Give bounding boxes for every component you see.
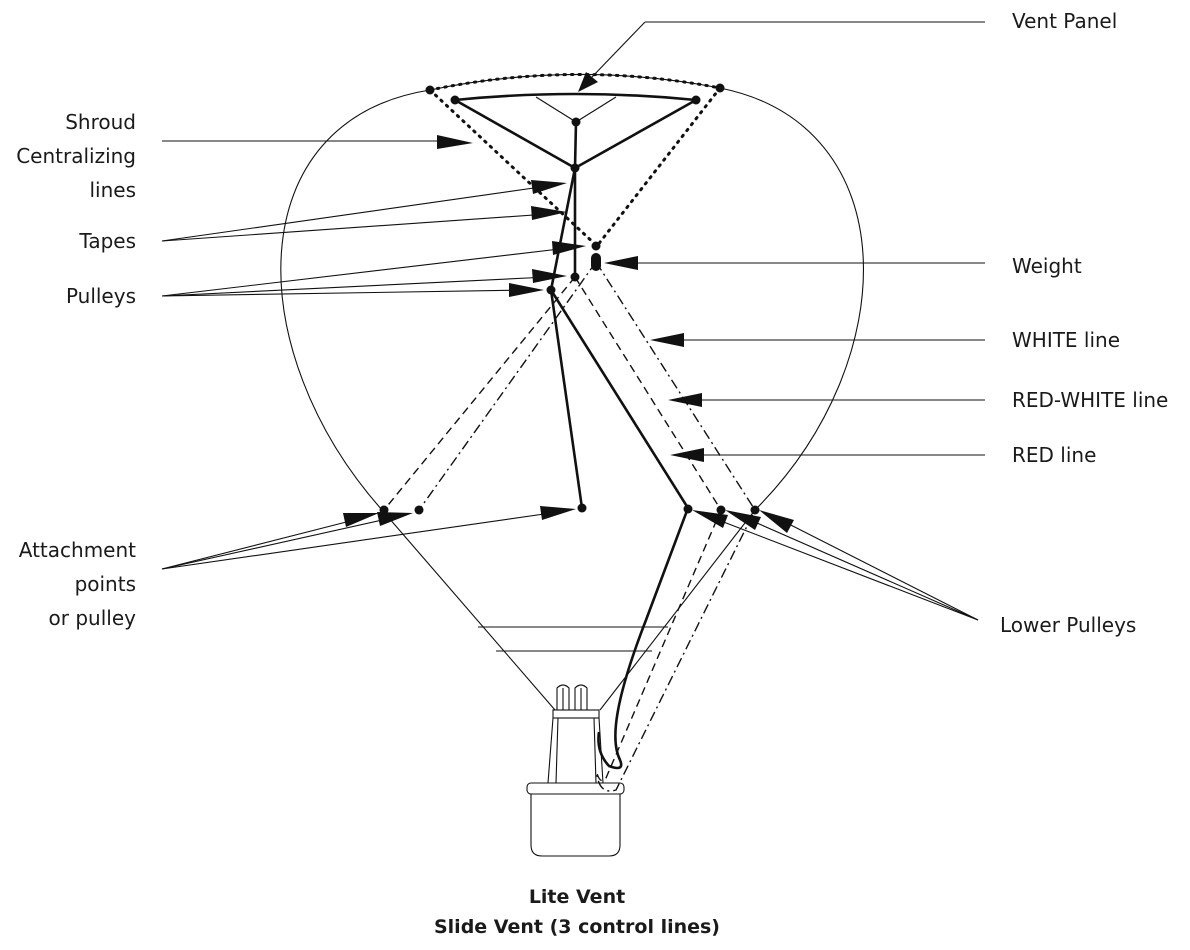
white-line-left (418, 261, 597, 511)
label-attach-2: points (75, 572, 136, 596)
leader-lower-pulleys-3 (774, 516, 979, 621)
label-lower-pulleys: Lower Pulleys (1000, 613, 1136, 637)
label-attach-3: or pulley (49, 606, 137, 630)
label-shroud-2: Centralizing (16, 144, 136, 168)
white-line-right (595, 261, 756, 792)
point-envelope-left (425, 85, 435, 95)
arrow-pulleys-1 (552, 241, 586, 255)
basket-uprights (547, 717, 604, 784)
vent-crown-left (535, 96, 577, 123)
leader-tapes-2 (161, 213, 549, 242)
basket-body (530, 794, 621, 857)
label-shroud-3: lines (89, 178, 136, 202)
arrow-weight (604, 256, 638, 270)
leader-lower-pulleys-2 (740, 515, 979, 621)
red-line (549, 289, 584, 509)
arrow-tapes-2 (531, 206, 567, 220)
red-line-right (549, 289, 690, 770)
point-vent-left (450, 95, 460, 105)
label-vent-panel: Vent Panel (1012, 9, 1117, 33)
label-shroud-1: Shroud (65, 110, 136, 134)
vent-panel-assembly (428, 73, 722, 291)
tape-center-upper (573, 121, 578, 169)
pulley-upper (570, 272, 580, 282)
attach-point-3 (577, 503, 587, 513)
burner-left (556, 684, 570, 710)
label-red-white-line: RED-WHITE line (1012, 388, 1168, 412)
pulley-lower (546, 285, 556, 295)
point-vent-center (571, 117, 581, 127)
burner-right (574, 684, 588, 710)
arrow-pulleys-2 (532, 269, 567, 283)
leader-attach-1 (161, 517, 363, 570)
point-envelope-right (715, 83, 725, 93)
caption-title: Lite Vent (529, 886, 625, 908)
weight-block (591, 253, 601, 271)
label-white-line: WHITE line (1012, 328, 1120, 352)
label-red-line: RED line (1012, 443, 1096, 467)
label-weight: Weight (1012, 254, 1082, 278)
leader-attach-3 (161, 511, 559, 570)
red-white-line-right (574, 276, 722, 782)
leader-tapes-1 (161, 185, 549, 242)
points (379, 83, 760, 515)
basket-assembly (526, 684, 625, 857)
arrow-red-white-line (668, 393, 702, 407)
arrow-lower-pulleys-3 (759, 510, 794, 533)
attach-point-2 (414, 505, 424, 515)
point-tape-junction (570, 163, 580, 173)
vent-panel-cap-dotted (428, 73, 722, 92)
arrow-white-line (650, 333, 684, 347)
caption-subtitle: Slide Vent (3 control lines) (434, 916, 720, 938)
shroud-line-right (595, 86, 722, 248)
arrow-attach-1 (343, 513, 379, 527)
leader-pulleys-2 (161, 276, 549, 297)
leader-pulleys-1 (161, 247, 569, 297)
arrow-vent-panel (578, 72, 598, 92)
control-lines (383, 261, 756, 792)
tape-right (574, 98, 697, 170)
tape-left (454, 98, 576, 170)
point-vent-right (691, 95, 701, 105)
pulley-top (591, 241, 601, 251)
burner-frame (552, 709, 600, 719)
label-attach-1: Attachment (19, 538, 136, 562)
arrow-tapes-1 (531, 180, 567, 194)
leader-pulleys-3 (161, 289, 526, 297)
leaders (161, 21, 985, 621)
red-white-line-left (383, 276, 576, 511)
arrow-pulleys-3 (509, 283, 544, 297)
arrow-attach-2 (377, 512, 413, 526)
arrow-shroud (437, 135, 473, 149)
lower-pulley-2 (716, 505, 726, 515)
label-tapes: Tapes (78, 229, 136, 253)
leader-vent-panel-diag (591, 21, 646, 78)
arrow-red-line (670, 448, 704, 462)
arrow-lower-pulleys-2 (725, 510, 761, 530)
vent-panel-bar (454, 92, 697, 102)
shroud-line-left (428, 88, 599, 248)
vent-crown-right (575, 96, 617, 123)
arrow-attach-3 (540, 506, 576, 520)
lower-pulley-1 (683, 504, 693, 514)
arrow-lower-pulleys-1 (692, 510, 728, 528)
labels: Vent Panel Shroud Centralizing lines Tap… (16, 9, 1168, 938)
red-line-upper (549, 167, 577, 291)
leader-lower-pulleys-1 (707, 515, 979, 621)
label-pulleys: Pulleys (66, 284, 136, 308)
lower-pulley-3 (750, 505, 760, 515)
leader-attach-2 (161, 516, 397, 570)
basket-rim (526, 782, 625, 795)
